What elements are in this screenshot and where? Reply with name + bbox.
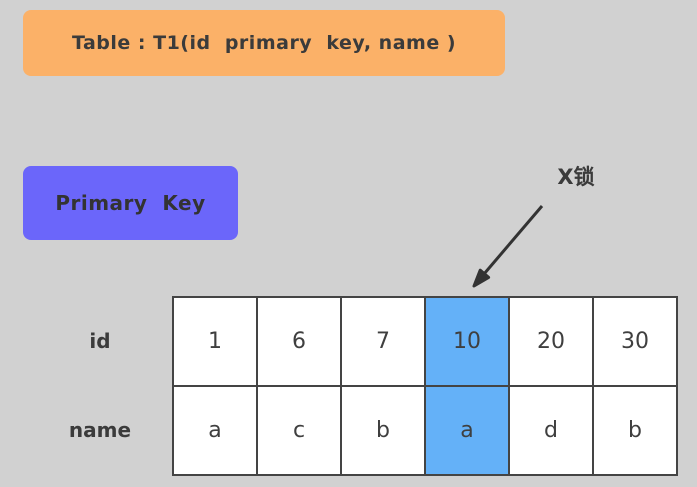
row-header-id: id bbox=[89, 328, 111, 353]
arrow-icon bbox=[472, 205, 544, 288]
table-definition-banner: Table : T1(id primary key, name ) bbox=[23, 10, 505, 76]
data-table: 1 6 7 10 20 30 a c b a d b bbox=[172, 296, 678, 476]
table-row-id: 1 6 7 10 20 30 bbox=[172, 296, 678, 387]
table-cell: c bbox=[256, 385, 342, 476]
row-header-name: name bbox=[68, 417, 132, 442]
table-cell: a bbox=[172, 385, 258, 476]
table-cell: 30 bbox=[592, 296, 678, 387]
table-cell: d bbox=[508, 385, 594, 476]
primary-key-badge: Primary Key bbox=[23, 166, 238, 240]
primary-key-label: Primary Key bbox=[55, 191, 206, 215]
table-cell: b bbox=[592, 385, 678, 476]
table-cell-locked: 10 bbox=[424, 296, 510, 387]
table-cell-locked: a bbox=[424, 385, 510, 476]
x-lock-annotation: X锁 bbox=[557, 165, 595, 189]
table-cell: 6 bbox=[256, 296, 342, 387]
table-cell: b bbox=[340, 385, 426, 476]
table-cell: 1 bbox=[172, 296, 258, 387]
table-cell: 20 bbox=[508, 296, 594, 387]
table-row-name: a c b a d b bbox=[172, 385, 678, 476]
table-definition-label: Table : T1(id primary key, name ) bbox=[71, 32, 457, 54]
table-cell: 7 bbox=[340, 296, 426, 387]
